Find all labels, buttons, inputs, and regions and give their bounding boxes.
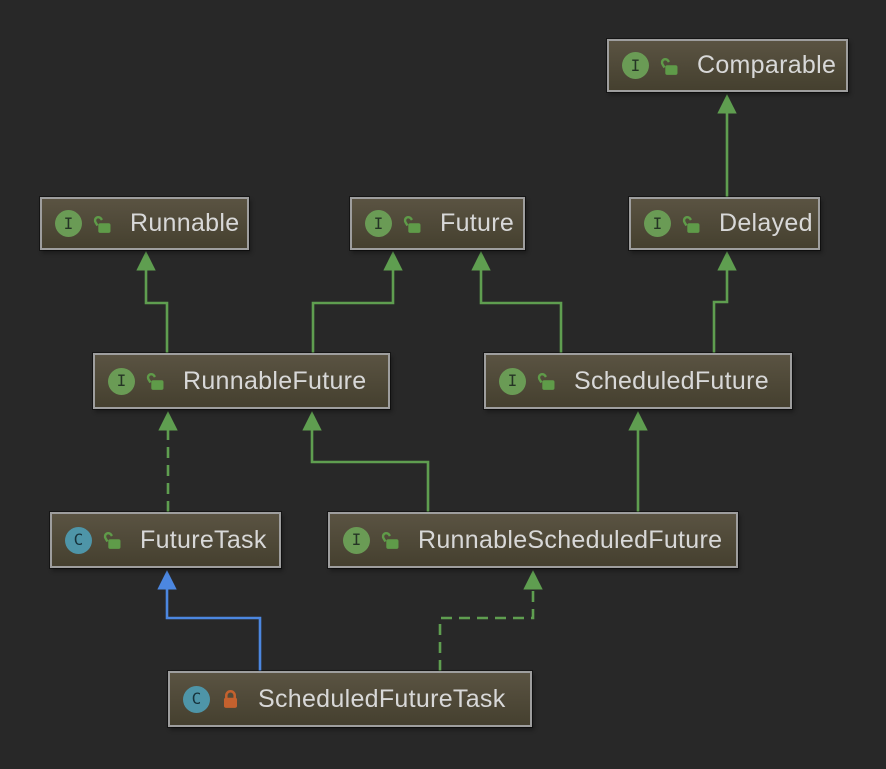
- class-icon: C: [65, 526, 92, 554]
- edge-runnable_future-extends-future: [311, 251, 403, 353]
- node-label: Runnable: [130, 209, 240, 237]
- unlocked-public-icon: [146, 372, 164, 390]
- node-runnable-future[interactable]: I RunnableFuture: [93, 353, 390, 409]
- interface-icon: I: [622, 52, 649, 79]
- node-label: ScheduledFutureTask: [258, 684, 506, 713]
- node-label: Future: [440, 209, 515, 237]
- node-label: FutureTask: [140, 525, 267, 554]
- edge-scheduled_future_task-extends-future_task: [157, 570, 262, 671]
- node-label: RunnableScheduledFuture: [418, 525, 723, 554]
- unlocked-public-icon: [381, 531, 399, 549]
- locked-package-private-icon: [223, 689, 238, 708]
- interface-icon: I: [499, 367, 526, 395]
- node-label: RunnableFuture: [183, 366, 367, 395]
- interface-icon: I: [343, 526, 370, 554]
- interface-icon: I: [365, 210, 392, 237]
- node-future-task[interactable]: C FutureTask: [50, 512, 281, 568]
- node-runnable[interactable]: I Runnable: [40, 197, 249, 250]
- unlocked-public-icon: [103, 531, 121, 549]
- node-label: Delayed: [719, 209, 813, 237]
- unlocked-public-icon: [682, 215, 700, 233]
- unlocked-public-icon: [660, 57, 678, 75]
- node-scheduled-future[interactable]: I ScheduledFuture: [484, 353, 792, 409]
- interface-icon: I: [108, 367, 135, 395]
- edge-runnable_scheduled_future-extends-runnable_future: [302, 411, 430, 512]
- unlocked-public-icon: [403, 215, 421, 233]
- interface-icon: I: [644, 210, 671, 237]
- interface-icon: I: [55, 210, 82, 237]
- node-comparable[interactable]: I Comparable: [607, 39, 848, 92]
- unlocked-public-icon: [93, 215, 111, 233]
- edge-scheduled_future-extends-future: [471, 251, 563, 353]
- node-delayed[interactable]: I Delayed: [629, 197, 820, 250]
- node-future[interactable]: I Future: [350, 197, 525, 250]
- edge-runnable_future-extends-runnable: [136, 251, 169, 353]
- node-scheduled-future-task[interactable]: C ScheduledFutureTask: [168, 671, 532, 727]
- node-runnable-scheduled-future[interactable]: I RunnableScheduledFuture: [328, 512, 738, 568]
- node-label: Comparable: [697, 51, 837, 79]
- edge-scheduled_future_task-implements-runnable_scheduled_future: [438, 570, 543, 671]
- node-label: ScheduledFuture: [574, 366, 769, 395]
- class-icon: C: [183, 685, 210, 713]
- edge-scheduled_future-extends-delayed: [712, 251, 737, 353]
- unlocked-public-icon: [537, 372, 555, 390]
